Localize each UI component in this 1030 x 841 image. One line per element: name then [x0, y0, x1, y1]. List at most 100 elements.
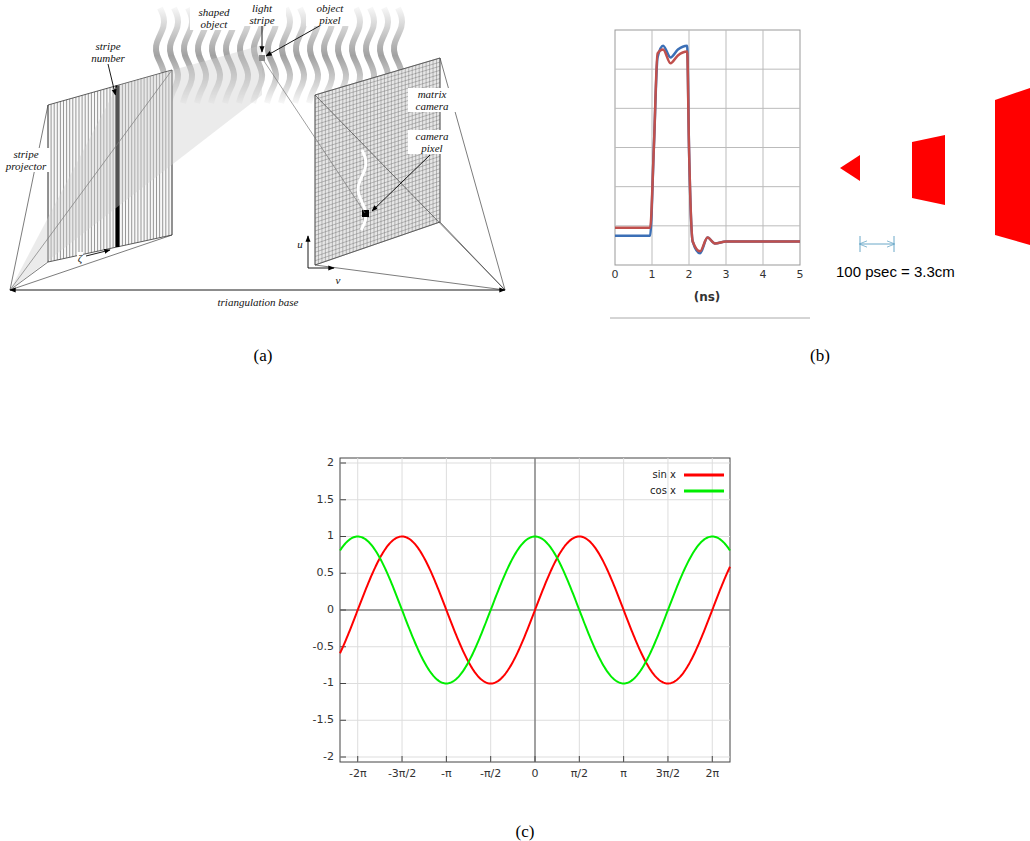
axis-label: π/2: [571, 768, 588, 780]
legend-line: [684, 473, 724, 476]
tick: [446, 756, 447, 762]
axis-label: 0: [532, 768, 539, 780]
callout-label: stripe number: [84, 40, 132, 64]
legend-text: sin x: [653, 469, 676, 480]
tick: [340, 720, 346, 721]
grid-line: [615, 186, 800, 187]
tick: [340, 536, 346, 537]
camera-ray: [315, 265, 505, 290]
callout-label: stripe projector: [2, 148, 50, 172]
panel-label: (a): [254, 347, 273, 366]
legend-entry: cos x: [650, 485, 724, 496]
tick: [579, 756, 580, 762]
separator: [610, 318, 810, 319]
grid-line: [615, 225, 800, 226]
object-stripe: [295, 8, 304, 103]
u-axis: [308, 236, 309, 268]
tick: [340, 463, 346, 464]
object-pixel-mark: [259, 55, 265, 61]
pixel-grid: [315, 152, 440, 192]
legend-line: [684, 489, 724, 492]
pixel-grid: [315, 214, 440, 257]
axis-label: 2π: [705, 768, 719, 780]
axis-label: 0.5: [317, 567, 335, 579]
leader-line: [372, 155, 430, 211]
stripe-image: [358, 150, 366, 230]
camera-pixel-mark: [362, 210, 369, 217]
pulse-trace: [615, 50, 800, 252]
pulse-trace: [615, 46, 800, 254]
pixel-grid: [315, 156, 440, 197]
tick: [623, 756, 624, 762]
dimension-arrow: [860, 244, 894, 245]
callout-label: light stripe: [238, 2, 286, 26]
tick: [667, 756, 668, 762]
axis-label: 1: [327, 530, 334, 542]
dimension-tick: [894, 236, 895, 252]
pixel-grid: [315, 148, 440, 188]
callout-label: v: [335, 274, 342, 286]
axis-label: -2π: [349, 768, 367, 780]
plot-frame: [340, 458, 730, 762]
pulse-plot: [610, 30, 1030, 318]
pixel-grid: [315, 222, 440, 265]
pixel-grid: [315, 218, 440, 261]
view-ray: [262, 58, 365, 213]
camera-ray: [440, 222, 505, 290]
tick: [402, 756, 403, 762]
axis-label: 5: [797, 269, 804, 281]
legend-swatch: [684, 486, 724, 496]
pixel-grid: [315, 165, 440, 206]
plot-frame: [615, 30, 800, 265]
dimension-tick: [860, 236, 861, 252]
light-pulse: [912, 135, 945, 205]
axis-label: -2: [323, 751, 334, 763]
axis-label: 1.5: [317, 494, 335, 506]
pixel-grid: [315, 161, 440, 202]
legend-entry: sin x: [653, 469, 724, 480]
axis-label: 0: [327, 604, 334, 616]
triangulation-figure: [10, 8, 505, 290]
callout-label: object pixel: [306, 2, 354, 26]
panel-label: (b): [810, 347, 830, 366]
tick: [490, 756, 491, 762]
pixel-grid: [315, 202, 440, 244]
panel-label: (c): [516, 823, 535, 841]
axis-label: π: [620, 768, 627, 780]
light-pulse: [840, 155, 860, 181]
axis-label: -π: [441, 768, 452, 780]
axis-label: 3π/2: [656, 768, 680, 780]
axis-label: -3π/2: [388, 768, 416, 780]
callout-label: u: [296, 238, 304, 250]
tick: [712, 756, 713, 762]
callout-label: triangulation base: [217, 296, 300, 308]
pixel-grid: [315, 206, 440, 248]
tick: [340, 573, 346, 574]
triangulation-base-line: [10, 290, 505, 291]
axis-label: -1.5: [313, 714, 334, 726]
zeta-arrow: [86, 250, 110, 256]
grid-line: [615, 147, 800, 148]
callout-label: camera pixel: [408, 130, 456, 154]
axis-label: 1: [649, 269, 656, 281]
callout-label: matrix camera: [408, 88, 456, 112]
axis-label: -1: [323, 677, 334, 689]
v-axis: [308, 268, 334, 269]
light-pulse: [995, 88, 1030, 245]
axis-label: (ns): [694, 291, 721, 304]
axis-label: 2: [686, 269, 693, 281]
dimension-label: 100 psec = 3.3cm: [836, 264, 955, 281]
tick: [340, 499, 346, 500]
grid-line: [615, 69, 800, 70]
axis-label: 0: [612, 269, 619, 281]
axis-label: -π/2: [480, 768, 501, 780]
grid-line: [615, 108, 800, 109]
camera-ray: [315, 95, 505, 290]
tick: [357, 756, 358, 762]
pixel-grid: [315, 210, 440, 253]
callout-label: ζ: [77, 252, 83, 264]
axis-label: 3: [723, 269, 730, 281]
pixel-grid: [315, 193, 440, 235]
leader-line: [108, 64, 115, 95]
